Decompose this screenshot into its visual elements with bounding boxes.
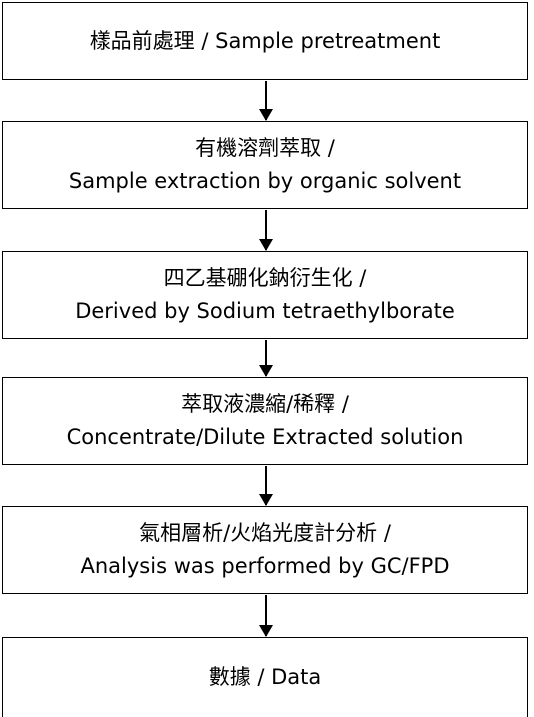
down-arrow-icon: [259, 466, 273, 506]
step-label-zh: 萃取液濃縮/稀釋 /: [181, 392, 349, 416]
step-label: 數據 / Data: [208, 665, 322, 689]
step-label-zh: 四乙基硼化鈉衍生化 /: [163, 266, 367, 290]
down-arrow-icon: [259, 595, 273, 637]
step-box-derivatization: 四乙基硼化鈉衍生化 / Derived by Sodium tetraethyl…: [2, 251, 528, 339]
step-box-sample-pretreatment: 樣品前處理 / Sample pretreatment: [2, 2, 528, 80]
step-label-en: Analysis was performed by GC/FPD: [80, 554, 450, 578]
step-box-organic-solvent-extraction: 有機溶劑萃取 / Sample extraction by organic so…: [2, 121, 528, 209]
step-box-concentrate-dilute: 萃取液濃縮/稀釋 / Concentrate/Dilute Extracted …: [2, 377, 528, 465]
down-arrow-icon: [259, 81, 273, 121]
step-box-gc-fpd-analysis: 氣相層析/火焰光度計分析 / Analysis was performed by…: [2, 506, 528, 594]
step-label-en: Derived by Sodium tetraethylborate: [75, 299, 455, 323]
down-arrow-icon: [259, 340, 273, 377]
down-arrow-icon: [259, 210, 273, 251]
step-label-en: Sample extraction by organic solvent: [68, 169, 462, 193]
step-label-zh: 氣相層析/火焰光度計分析 /: [139, 521, 391, 545]
step-label-zh: 有機溶劑萃取 /: [195, 136, 335, 160]
step-label-en: Concentrate/Dilute Extracted solution: [66, 425, 464, 449]
step-label: 樣品前處理 / Sample pretreatment: [89, 28, 441, 53]
step-box-data: 數據 / Data: [2, 637, 528, 717]
